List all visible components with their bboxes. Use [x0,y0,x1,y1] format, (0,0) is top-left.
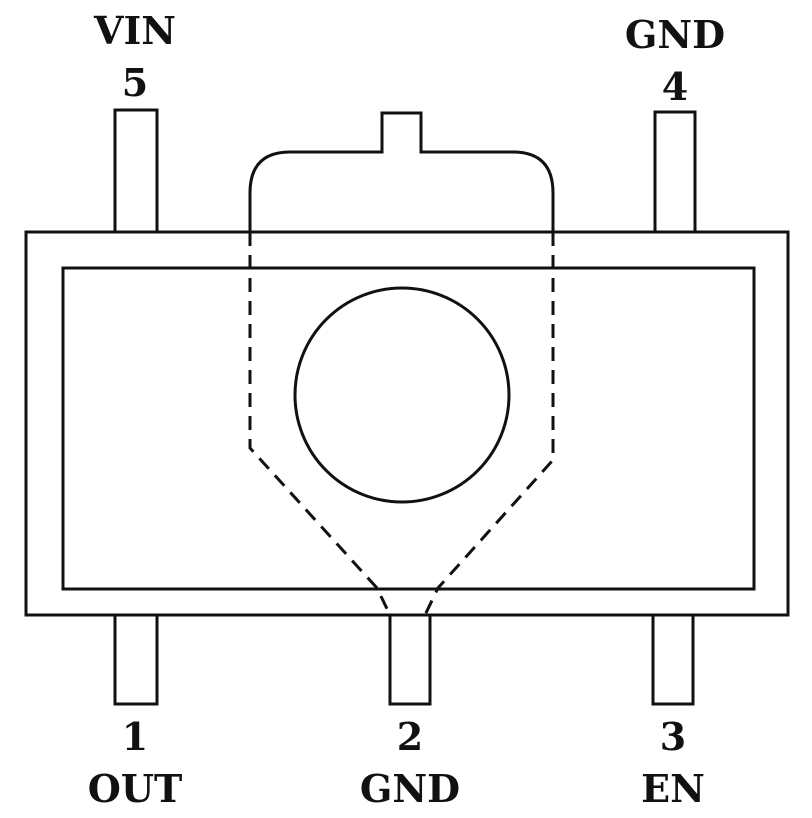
pin-2-number: 2 [397,714,423,759]
pin-3-lead [651,613,695,706]
thermal-tab-hidden-outline [248,232,555,616]
pin-5-name: VIN [93,8,176,53]
pin-5-lead [113,108,159,234]
thermal-tab-outline [248,111,555,232]
pin-4-number: 4 [662,64,688,109]
pin-3-number: 3 [660,714,686,759]
pin-5-number: 5 [122,60,148,105]
pin-1-marker-circle [293,286,511,504]
pin-1-number: 1 [122,714,148,759]
pin-1-name: OUT [88,766,183,811]
pin-2-lead [388,613,432,706]
pin-2-name: GND [360,766,460,811]
pin-4-lead [653,110,697,234]
pin-4-name: GND [625,12,725,57]
package-body-inner [61,266,756,591]
pin-1-lead [113,613,159,706]
pin-3-name: EN [641,766,705,811]
